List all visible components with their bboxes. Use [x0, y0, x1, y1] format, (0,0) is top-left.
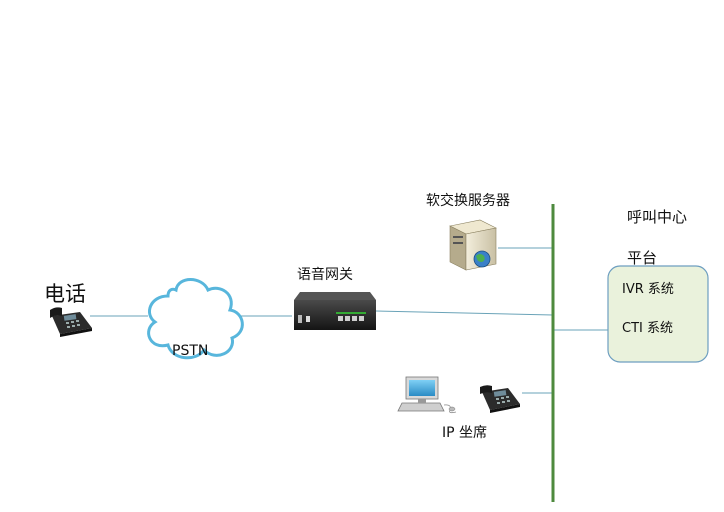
computer-icon	[397, 376, 457, 414]
callcenter-platform-box	[607, 265, 709, 363]
server-icon	[449, 219, 497, 271]
ip-phone-icon	[480, 385, 520, 413]
gateway-bus-link	[375, 310, 554, 316]
softswitch-label: 软交换服务器	[426, 192, 510, 209]
desk-phone-icon	[50, 307, 92, 337]
ivr-system-label: IVR 系统	[622, 282, 674, 297]
pstn-label: PSTN	[172, 343, 208, 359]
phone-label: 电话	[44, 282, 86, 306]
callcenter-title-line2: 平台	[627, 249, 657, 267]
cti-system-label: CTI 系统	[622, 321, 673, 336]
connections	[90, 247, 608, 394]
callcenter-title-line1: 呼叫中心	[627, 208, 687, 226]
gateway-label: 语音网关	[297, 266, 353, 283]
ip-seat-label: IP 坐席	[442, 425, 487, 441]
voice-gateway-icon	[294, 292, 376, 330]
cloud-icon	[147, 278, 244, 360]
